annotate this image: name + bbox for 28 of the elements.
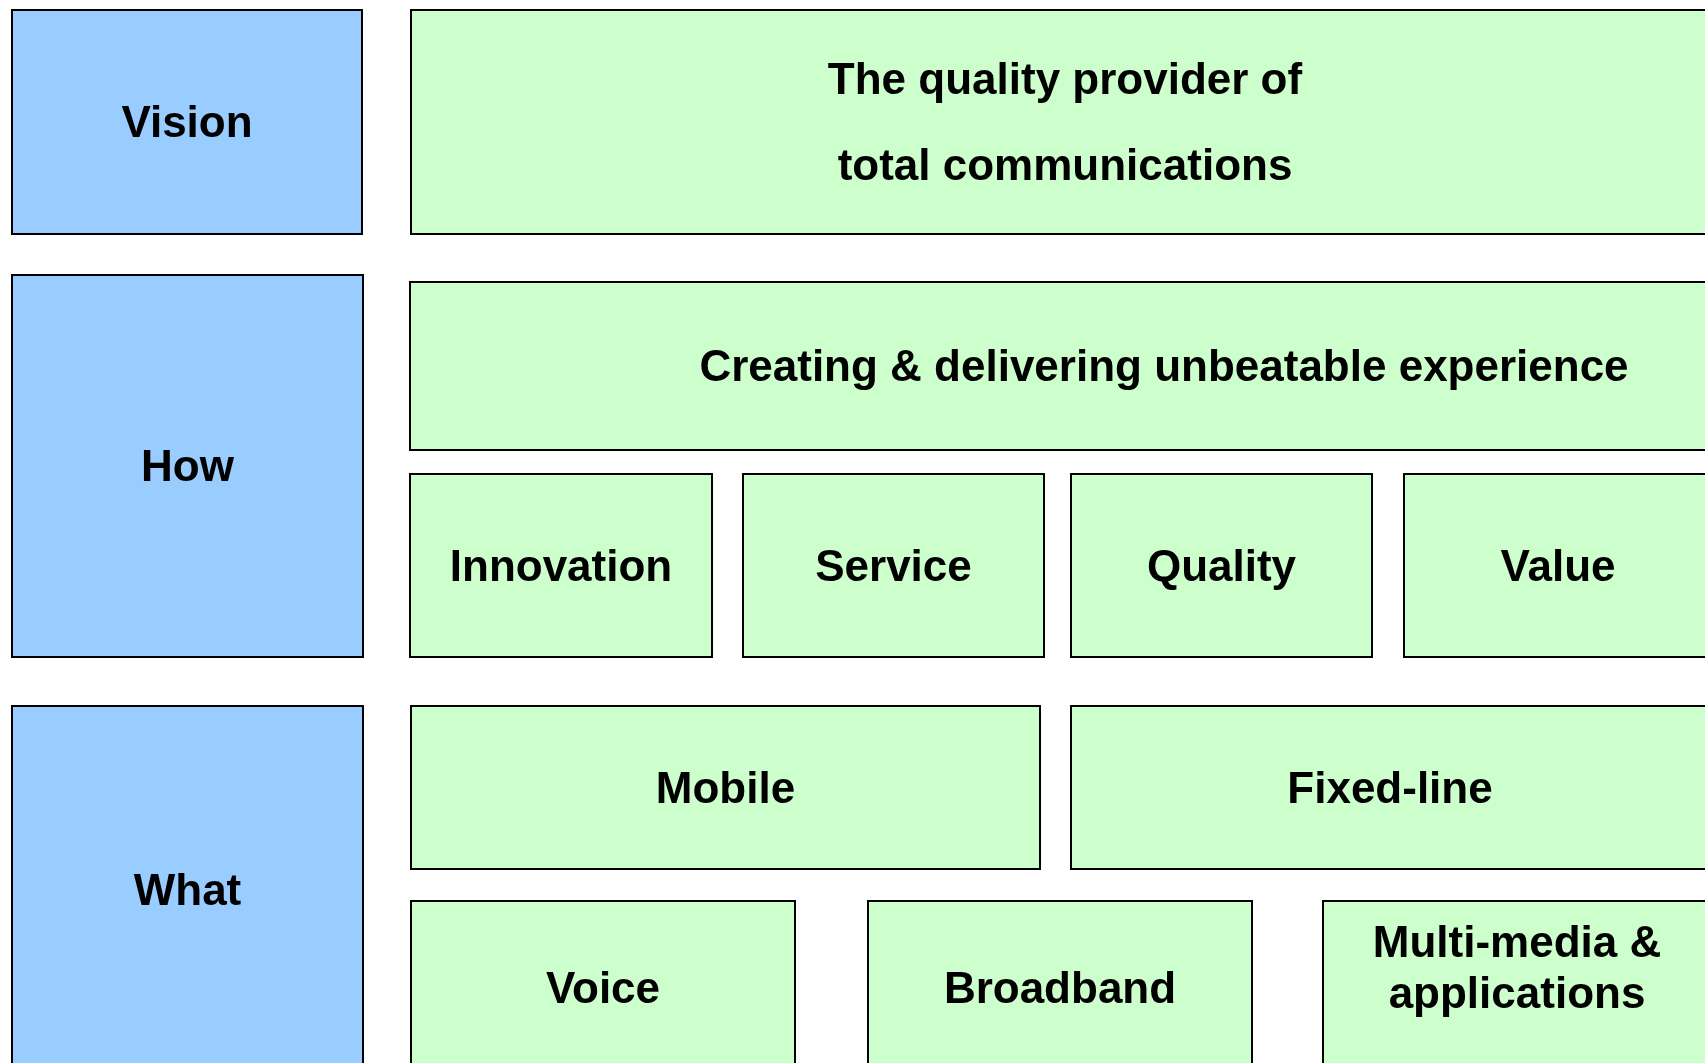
row-header-box: [11, 9, 363, 235]
box-label: Innovation: [449, 539, 673, 592]
content-box: [1322, 900, 1705, 1063]
box-label: Broadband: [943, 961, 1177, 1014]
box-label: Mobile: [655, 761, 796, 814]
box-label: Creating & delivering unbeatable experience: [699, 340, 1629, 393]
box-label: Value: [1500, 539, 1616, 592]
row-header-box: [11, 705, 364, 1063]
box-label: Voice: [545, 961, 661, 1014]
box-label: Fixed-line: [1287, 761, 1493, 814]
content-box: [409, 281, 1705, 451]
content-box: [409, 473, 713, 658]
content-box: [1403, 473, 1705, 658]
content-box: [867, 900, 1253, 1063]
box-label: Service: [815, 539, 972, 592]
box-label: What: [133, 864, 242, 917]
box-label: Multi-media & applications: [1371, 916, 1663, 1019]
content-box: [410, 9, 1705, 235]
content-box: [410, 900, 796, 1063]
row-header-box: [11, 274, 364, 658]
box-label: Quality: [1146, 539, 1297, 592]
box-label: How: [141, 440, 234, 493]
box-label: Vision: [121, 96, 253, 149]
content-box: [1070, 705, 1705, 870]
content-box: [410, 705, 1041, 870]
content-box: [742, 473, 1045, 658]
box-label: The quality provider of total communications: [826, 53, 1304, 191]
content-box: [1070, 473, 1373, 658]
